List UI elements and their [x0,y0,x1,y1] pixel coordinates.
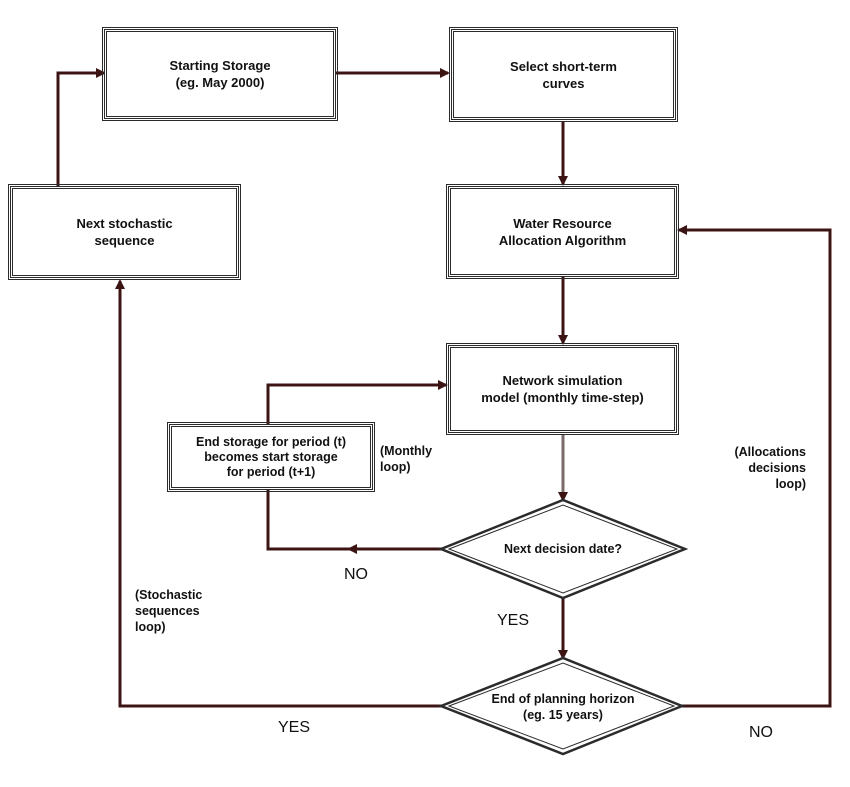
horizon-no-label: NO [749,724,773,741]
arrow-decision-no [266,490,441,551]
starting-storage-box: Starting Storage (eg. May 2000) [102,27,338,121]
next-stochastic-box: Next stochastic sequence [8,184,241,280]
end-storage-box: End storage for period (t) becomes start… [167,422,375,492]
end-planning-label: End of planning horizon (eg. 15 years) [491,692,635,722]
end-planning-diamond [437,656,686,756]
horizon-yes-label: YES [278,719,311,736]
stochastic-loop-label: (Stochastic sequences loop) [135,588,203,634]
arrow-horizon-no [677,225,832,708]
monthly-loop-label: (Monthly loop) [380,444,433,474]
allocation-algorithm-box: Water Resource Allocation Algorithm [446,184,679,279]
arrow-stochastic-to-start [56,68,106,186]
select-curves-box: Select short-term curves [449,27,678,122]
decision-yes-label: YES [497,612,530,629]
decision-no-label: NO [344,566,368,583]
arrow-horizon-yes [115,279,441,708]
next-decision-diamond [437,498,689,600]
arrow-endstorage-to-network [266,380,448,424]
next-decision-label: Next decision date? [503,542,623,556]
network-simulation-box: Network simulation model (monthly time-s… [446,343,679,435]
allocations-loop-label: (Allocations decisions loop) [734,445,806,491]
